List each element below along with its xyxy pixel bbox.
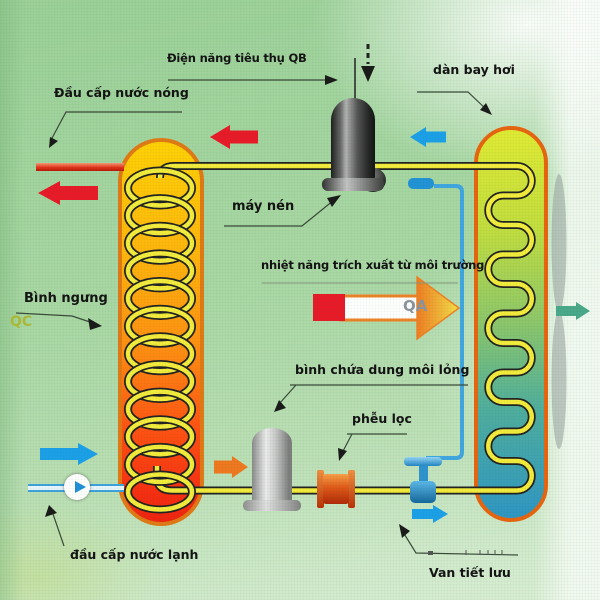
label-cold-water-supply: đầu cấp nước lạnh <box>70 547 199 562</box>
callout-lines <box>15 79 519 556</box>
valve-body <box>410 481 436 503</box>
label-condenser: Bình ngưng <box>24 291 108 306</box>
flow-arrow-cold-water-in <box>40 443 98 465</box>
compressor-base <box>322 178 384 191</box>
label-qc-symbol: QC <box>10 314 33 330</box>
compressor-body <box>331 98 375 182</box>
condenser-coil <box>124 166 196 514</box>
liquid-receiver-base <box>243 500 301 511</box>
liquid-receiver-body <box>252 428 292 504</box>
flow-arrow-hot-water-out <box>38 181 98 205</box>
pump-triangle-icon <box>75 481 86 493</box>
label-ambient-heat: nhiệt năng trích xuất từ môi trường <box>261 258 485 272</box>
label-hot-water-supply: Đầu cấp nước nóng <box>54 85 189 100</box>
flow-arrow-discharge-left <box>210 125 258 149</box>
filter-flange-left <box>317 470 324 508</box>
flow-arrow-air-out <box>556 302 590 320</box>
filter-body <box>323 474 349 504</box>
flow-arrow-suction-left <box>410 127 446 147</box>
valve-sensing-line <box>408 178 464 460</box>
filter-flange-right <box>348 470 355 508</box>
label-expansion-valve: Van tiết lưu <box>429 565 511 580</box>
ambient-heat-arrow <box>313 275 461 341</box>
flow-arrow-liquid-out <box>214 456 248 478</box>
refrigerant-circuit <box>153 162 536 495</box>
power-input-arrow <box>354 44 375 100</box>
hot-water-pipe <box>36 163 124 171</box>
valve-handle <box>404 457 442 466</box>
label-liquid-receiver: bình chứa dung môi lỏng <box>295 362 470 377</box>
label-electric-input: Điện năng tiêu thụ QB <box>167 51 307 65</box>
flow-arrow-after-valve <box>412 505 448 523</box>
fan-blades <box>551 174 567 449</box>
callout-arrowheads <box>45 75 492 538</box>
valve-stem <box>419 464 428 486</box>
label-filter: phễu lọc <box>352 411 412 426</box>
label-compressor: máy nén <box>232 199 295 214</box>
label-qa-symbol: QA <box>403 297 428 315</box>
label-evaporator: dàn bay hơi <box>433 62 515 77</box>
